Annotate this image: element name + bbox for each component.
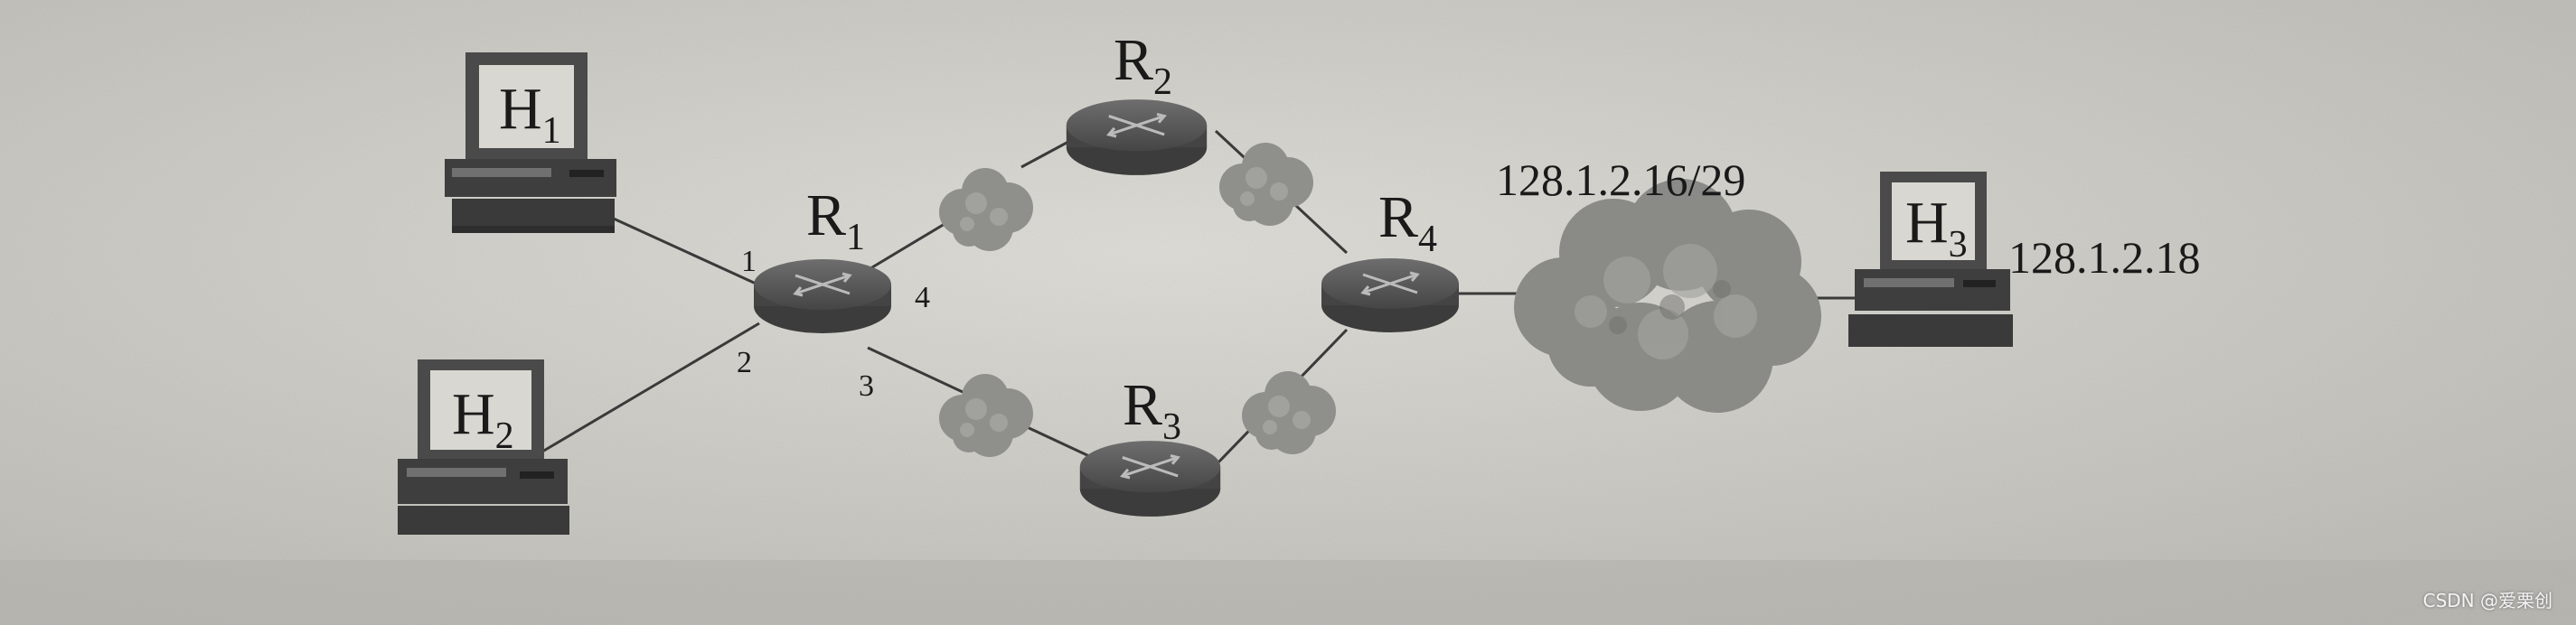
watermark: CSDN @爱栗创 (2422, 590, 2552, 611)
link-r3-r3cloud (1020, 423, 1090, 458)
host-h2-label: H2 (452, 381, 514, 457)
router-r1 (752, 257, 893, 335)
host-h1-label: H1 (499, 76, 561, 152)
link-h1-r1 (605, 213, 765, 289)
router-r4 (1320, 257, 1461, 334)
r1-port-4: 4 (915, 281, 930, 314)
router-r4-label: R4 (1378, 184, 1437, 260)
h3-ip-label: 128.1.2.18 (2008, 232, 2201, 283)
router-r2 (1065, 98, 1208, 177)
host-h2 (398, 359, 569, 535)
links (541, 129, 1857, 467)
r1-port-2: 2 (737, 346, 752, 379)
host-h3-label: H3 (1905, 190, 1968, 266)
router-r3 (1078, 439, 1222, 518)
network-cloud (1514, 179, 1821, 413)
link-h2-r1 (541, 322, 760, 453)
router-r1-label: R1 (806, 182, 865, 258)
host-h1 (445, 52, 616, 233)
router-r2-label: R2 (1114, 27, 1172, 103)
host-h3 (1848, 172, 2013, 347)
r1-port-1: 1 (741, 245, 757, 278)
network-prefix-label: 128.1.2.16/29 (1496, 154, 1745, 205)
r1-port-3: 3 (859, 369, 874, 403)
router-r3-label: R3 (1123, 372, 1181, 448)
